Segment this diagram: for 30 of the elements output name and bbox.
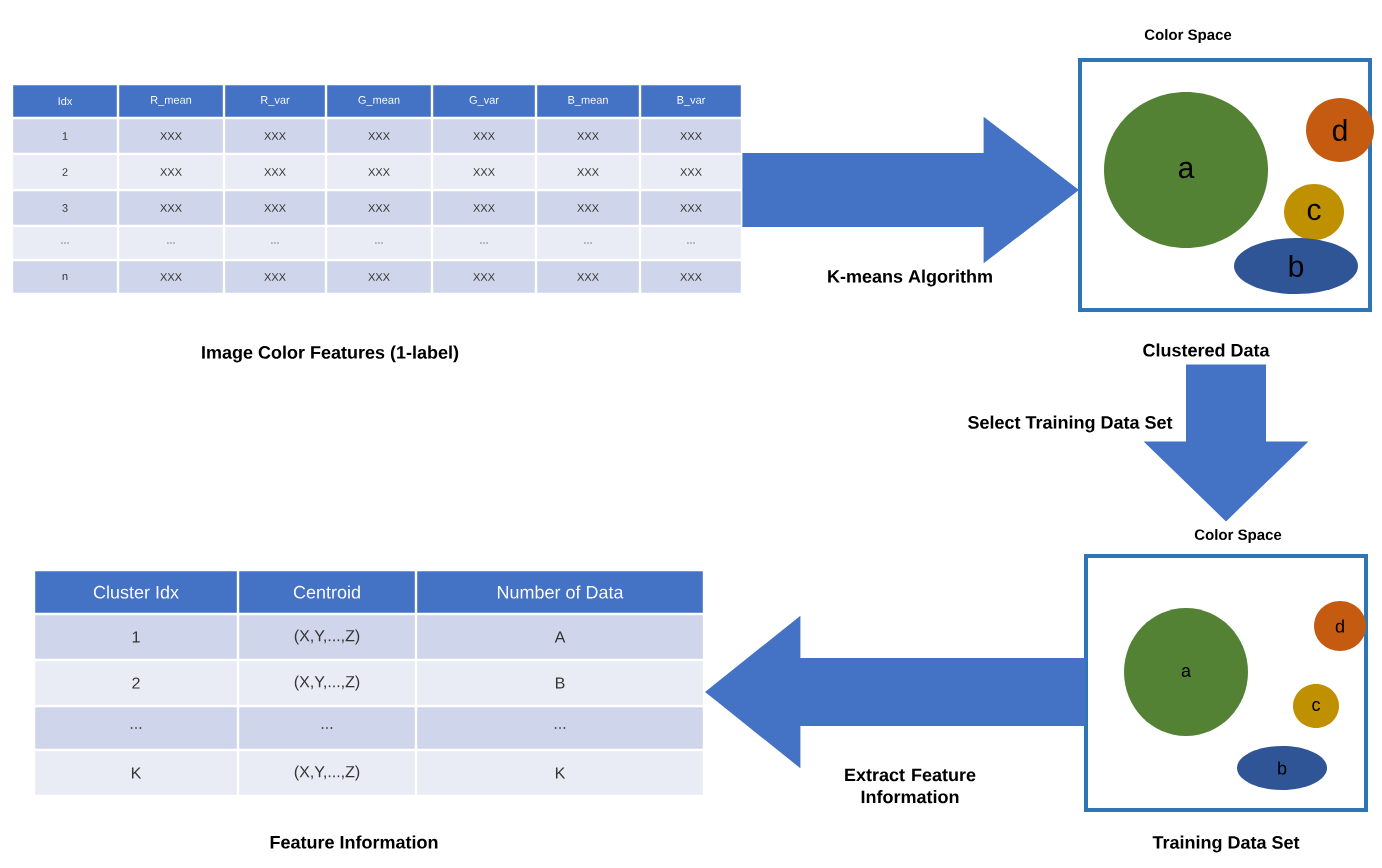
- table-cell: (X,Y,...,Z): [239, 615, 415, 659]
- edge-label: Extract Feature Information: [845, 768, 976, 804]
- table-cell: (X,Y,...,Z): [239, 751, 415, 795]
- table-header-cell: Cluster Idx: [35, 571, 237, 613]
- table-cell: ...: [35, 707, 237, 749]
- table-cell: ...: [239, 707, 415, 749]
- cluster-blob: d: [1306, 98, 1374, 162]
- table-cell: (X,Y,...,Z): [239, 661, 415, 705]
- table-cell: K: [35, 751, 237, 795]
- cluster-blob: b: [1237, 746, 1327, 790]
- box-caption: Training Data Set: [1152, 835, 1300, 853]
- table-cell: A: [417, 615, 703, 659]
- table-caption: Image Color Features (1-label): [202, 345, 459, 363]
- cluster-blob: b: [1234, 238, 1358, 294]
- box-caption: Clustered Data: [1143, 343, 1270, 357]
- table-cell: ...: [417, 707, 703, 749]
- cluster-blob: a: [1104, 92, 1268, 248]
- table-cell: 1: [35, 615, 237, 659]
- table-cell: B: [417, 661, 703, 705]
- table-cell: 2: [35, 661, 237, 705]
- edge-label: Select Training Data Set: [968, 415, 1173, 433]
- cluster-blob: c: [1284, 184, 1344, 240]
- table-header-cell: Number of Data: [417, 571, 703, 613]
- cluster-blob: d: [1314, 601, 1366, 651]
- cluster-blob: c: [1293, 684, 1339, 728]
- table-cell: K: [417, 751, 703, 795]
- table-header-cell: Centroid: [239, 571, 415, 613]
- table-caption: Feature Information: [270, 835, 438, 849]
- edge-label: K-means Algorithm: [828, 269, 992, 287]
- cluster-blob: a: [1124, 608, 1248, 736]
